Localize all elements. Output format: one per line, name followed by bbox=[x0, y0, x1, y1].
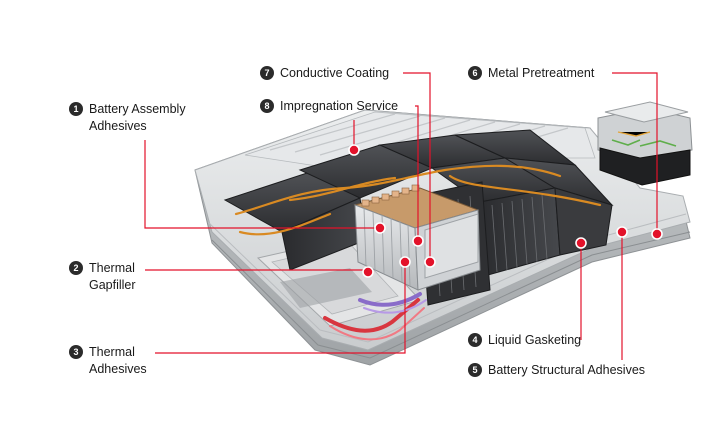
callout-number-badge: 5 bbox=[468, 363, 482, 377]
callout-label-line: Thermal bbox=[89, 345, 135, 359]
marker-dot bbox=[651, 228, 663, 240]
callout-number-badge: 3 bbox=[69, 345, 83, 359]
bms-unit bbox=[597, 101, 693, 186]
callout-label-line: Liquid Gasketing bbox=[488, 333, 582, 347]
leader-lines bbox=[144, 72, 658, 360]
callout-metal-pretreatment: 6 Metal Pretreatment bbox=[468, 65, 594, 82]
callout-thermal-adhesives: 3 Thermal Adhesives bbox=[69, 344, 147, 378]
callout-number-badge: 1 bbox=[69, 102, 83, 116]
marker-dot bbox=[412, 235, 424, 247]
marker-dot bbox=[575, 237, 587, 249]
marker-dots bbox=[348, 144, 663, 278]
callout-label-line: Impregnation Service bbox=[280, 99, 399, 113]
marker-dot bbox=[362, 266, 374, 278]
cable-harness bbox=[234, 164, 602, 236]
callout-number-badge: 8 bbox=[260, 99, 274, 113]
callout-label-line: Gapfiller bbox=[89, 278, 136, 292]
marker-dot bbox=[348, 144, 360, 156]
marker-dot bbox=[424, 256, 436, 268]
marker-dot bbox=[399, 256, 411, 268]
callout-label-line: Thermal bbox=[89, 261, 135, 275]
cell-stack bbox=[353, 184, 481, 291]
callout-number-badge: 2 bbox=[69, 261, 83, 275]
callout-label-line: Adhesives bbox=[89, 362, 147, 376]
callout-number-badge: 6 bbox=[468, 66, 482, 80]
callout-battery-assembly-adhesives: 1 Battery Assembly Adhesives bbox=[69, 101, 186, 135]
callout-label-line: Battery Assembly bbox=[89, 102, 186, 116]
callout-battery-structural-adhesives: 5 Battery Structural Adhesives bbox=[468, 362, 645, 379]
coolant-lines bbox=[323, 292, 427, 341]
callout-label-line: Conductive Coating bbox=[280, 66, 390, 80]
callout-number-badge: 7 bbox=[260, 66, 274, 80]
callout-number-badge: 4 bbox=[468, 333, 482, 347]
callout-thermal-gapfiller: 2 Thermal Gapfiller bbox=[69, 260, 136, 294]
callout-liquid-gasketing: 4 Liquid Gasketing bbox=[468, 332, 581, 349]
callout-impregnation-service: 8 Impregnation Service bbox=[260, 98, 398, 115]
callout-label-line: Battery Structural Adhesives bbox=[488, 363, 646, 377]
callout-label-line: Metal Pretreatment bbox=[488, 66, 595, 80]
marker-dot bbox=[616, 226, 628, 238]
callout-conductive-coating: 7 Conductive Coating bbox=[260, 65, 389, 82]
marker-dot bbox=[374, 222, 386, 234]
callout-label-line: Adhesives bbox=[89, 119, 147, 133]
